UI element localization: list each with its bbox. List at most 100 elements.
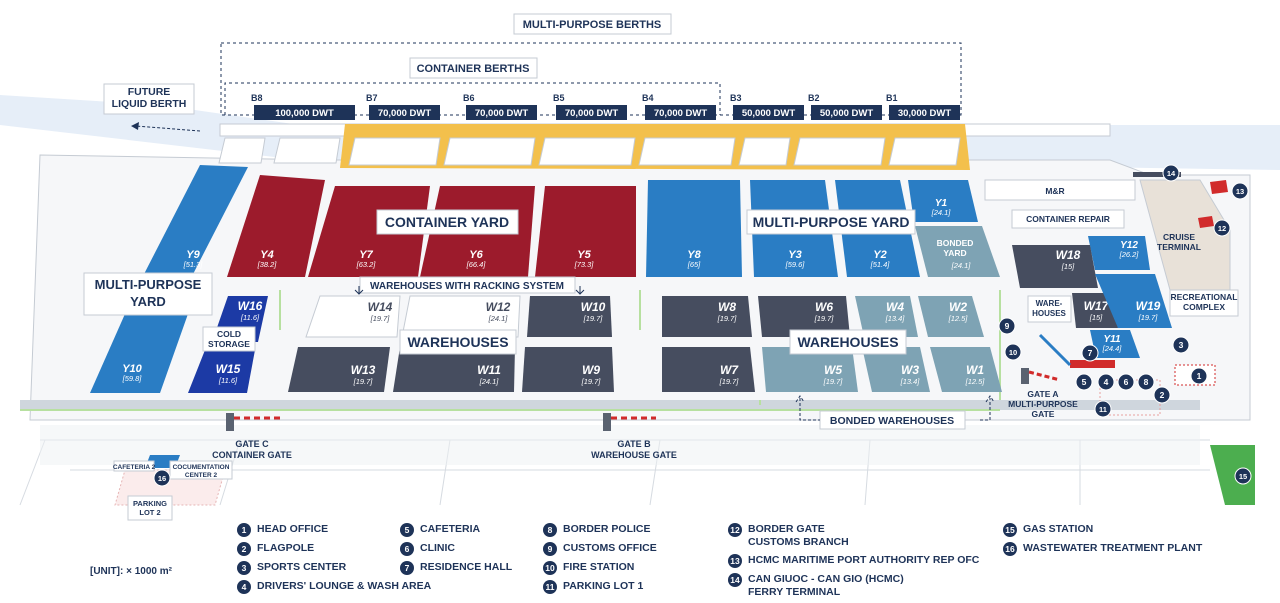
residence-hall-building (1070, 360, 1115, 368)
berth-strip (218, 124, 970, 170)
berth-tag-B7 (369, 105, 440, 120)
warehouse-label-W18: W18 (1056, 248, 1081, 262)
marker-11 (1094, 400, 1112, 418)
legend-badge: 4 (237, 580, 251, 594)
yard-Y11 (1090, 330, 1140, 358)
yard-area-Y8: [65] (687, 260, 701, 269)
marker-8 (1137, 373, 1155, 391)
marker-num-7: 7 (1088, 348, 1093, 358)
legend-badge: 8 (543, 523, 557, 537)
berth-id-B8: B8 (251, 93, 263, 103)
warehouse-W17 (1072, 293, 1118, 328)
gate-c-booth (226, 413, 234, 431)
legend-badge: 16 (1003, 542, 1017, 556)
berth-id-B2: B2 (808, 93, 820, 103)
yard-area-Y10: [59.8] (122, 374, 143, 383)
warehouse-label-W16: W16 (238, 299, 263, 313)
warehouse-label-W7: W7 (720, 363, 739, 377)
legend-badge: 14 (728, 573, 742, 587)
legend-text: PARKING LOT 1 (563, 580, 644, 592)
berth-id-B4: B4 (642, 93, 654, 103)
warehouse-W5 (762, 347, 858, 392)
yard-Y7 (308, 186, 430, 277)
berth-dwt-B2: 50,000 DWT (820, 108, 874, 119)
warehouse-label-W4: W4 (886, 300, 904, 314)
marker-7 (1081, 344, 1099, 362)
warehouse-W11 (393, 347, 515, 392)
cafeteria2-box (113, 460, 155, 472)
multipurpose-berths-title: MULTI-PURPOSE BERTHS (523, 19, 662, 31)
warehouse-label-W5: W5 (824, 363, 842, 377)
yard-area-Y3: [59.6] (785, 260, 806, 269)
legend-badge: 6 (400, 542, 414, 556)
yard-label-Y7: Y7 (359, 249, 373, 261)
legend-text: FIRE STATION (563, 561, 635, 573)
legend-item-4: 4 DRIVERS' LOUNGE & WASH AREA (237, 580, 431, 594)
legend-text: RESIDENCE HALL (420, 561, 513, 573)
future-liquid-berth-box (103, 83, 195, 115)
legend-badge: 2 (237, 542, 251, 556)
marker-6 (1117, 373, 1135, 391)
yard-area-Y5: [73.3] (574, 260, 595, 269)
recreational-complex-box (1169, 289, 1239, 317)
marker-num-10: 10 (1009, 348, 1017, 357)
container-yard-label-box (376, 209, 519, 235)
gate-b-booth (603, 413, 611, 431)
legend-badge: 7 (400, 561, 414, 575)
warehouses-left-box (399, 329, 517, 355)
marker-16 (153, 469, 171, 487)
parking-lot2-box (127, 495, 173, 521)
cruise-terminal-area (1139, 179, 1231, 291)
legend-text: DRIVERS' LOUNGE & WASH AREA (257, 580, 432, 592)
ware-houses-box (1027, 295, 1072, 323)
warehouse-area-W17: [15] (1089, 313, 1103, 322)
warehouse-area-W11: [24.1] (479, 377, 500, 386)
warehouse-W14 (305, 295, 401, 338)
warehouse-W13 (288, 347, 390, 392)
berth-tag-B5 (556, 105, 627, 120)
warehouse-label-W1: W1 (966, 363, 984, 377)
berth-tag-B3 (733, 105, 804, 120)
marker-num-8: 8 (1144, 377, 1149, 387)
legend-text: WASTEWATER TREATMENT PLANT (1023, 542, 1203, 554)
warehouse-area-W3: [13.4] (900, 377, 921, 386)
warehouse-area-W14: [19.7] (370, 314, 391, 323)
yard-label-Y2: Y2 (873, 249, 886, 261)
marker-3 (1172, 336, 1190, 354)
yard-label-Y3: Y3 (788, 249, 801, 261)
warehouse-W3 (862, 347, 930, 392)
marker-num-12: 12 (1218, 224, 1226, 233)
warehouse-W12 (401, 295, 521, 338)
border-gate-building (1198, 216, 1214, 228)
marker-14 (1162, 164, 1180, 182)
bonded-warehouses-label: BONDED WAREHOUSES (830, 415, 954, 427)
legend-text: HEAD OFFICE (257, 523, 329, 535)
marker-13 (1231, 182, 1249, 200)
warehouse-area-W6: [19.7] (814, 314, 835, 323)
yard-label-Y1: Y1 (935, 198, 948, 209)
warehouse-area-W12: [24.1] (488, 314, 509, 323)
berth-id-B7: B7 (366, 93, 378, 103)
berth-tag-B1 (889, 105, 960, 120)
warehouse-area-W4: [13.4] (885, 314, 906, 323)
warehouse-W19 (1095, 274, 1172, 328)
gate-a-path (1038, 333, 1072, 367)
warehouse-area-W19: [19.7] (1138, 313, 1159, 322)
warehouse-area-W1: [12.5] (965, 377, 986, 386)
racking-arrows (354, 286, 585, 295)
warehouse-area-W13: [19.7] (353, 377, 374, 386)
yard-label-Y11: Y11 (1103, 334, 1120, 345)
berth-slot (888, 137, 961, 166)
